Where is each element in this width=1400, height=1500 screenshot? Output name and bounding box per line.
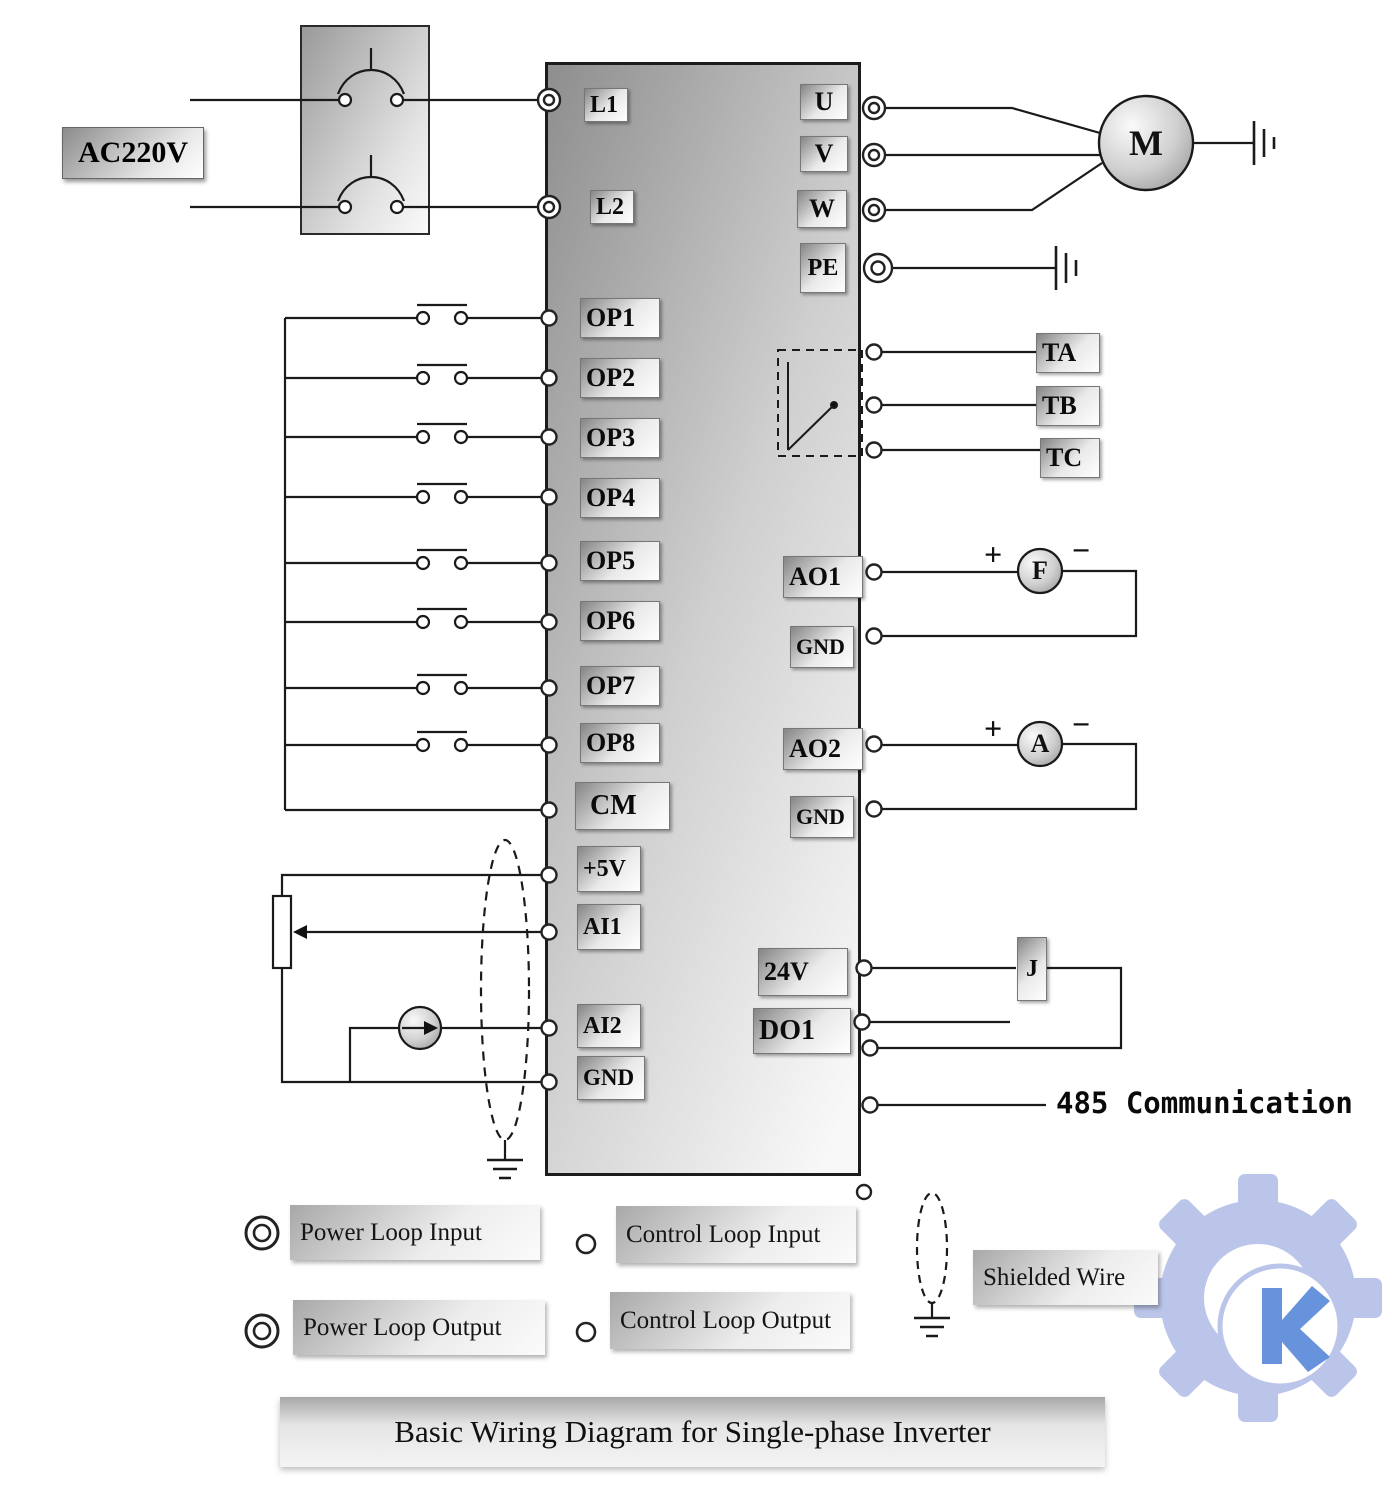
motor-wires [885, 106, 1254, 212]
terminal-label-op1: OP1 [580, 298, 660, 338]
terminal-label-cm: CM [575, 782, 670, 830]
fmeter-minus-sign: − [1072, 532, 1091, 568]
relay-coil-label: J [1017, 937, 1047, 1001]
power-input-wires [190, 98, 538, 209]
terminal-label-u: U [800, 84, 848, 120]
ameter-plus-sign: + [984, 710, 1003, 746]
freq-meter-label: F [1032, 556, 1048, 585]
terminal-label-l2: L2 [590, 190, 634, 224]
legend-symbols [244, 1215, 597, 1349]
op-switch-rows [283, 303, 541, 812]
do-loop [870, 966, 1123, 1107]
brand-k-logo [1262, 1286, 1330, 1372]
comm-485-label: 485 Communication [1056, 1086, 1353, 1120]
amp-meter-label: A [1030, 729, 1050, 758]
terminal-label-op2: OP2 [580, 358, 660, 398]
brand-gear-watermark [1134, 1174, 1382, 1422]
terminal-label-ta: TA [1036, 333, 1100, 373]
amp-meter-circle [1016, 720, 1064, 768]
terminal-label-tb: TB [1036, 386, 1100, 426]
ao1-loop [882, 569, 1138, 638]
motor-label: M [1129, 123, 1163, 163]
control-terminals [540, 309, 883, 1201]
ao2-loop [882, 742, 1138, 811]
terminal-label-gnd2: GND [790, 796, 854, 838]
analog-input-wires [271, 873, 541, 1084]
terminal-label-gnd1: GND [790, 626, 854, 668]
terminal-label-l1: L1 [584, 88, 628, 122]
terminal-label-gnd-left: GND [577, 1056, 645, 1100]
terminal-label-op3: OP3 [580, 418, 660, 458]
power-terminals [536, 87, 894, 284]
wiper-arrowhead [293, 925, 307, 939]
terminal-label-pe: PE [800, 243, 846, 293]
legend-power-loop-input: Power Loop Input [290, 1205, 540, 1260]
ameter-minus-sign: − [1072, 706, 1091, 742]
terminal-label-do1: DO1 [753, 1008, 851, 1054]
legend-control-loop-input: Control Loop Input [616, 1206, 856, 1263]
terminal-label-v: V [800, 136, 848, 172]
ac-source-label: AC220V [62, 127, 204, 179]
pe-wire [892, 246, 1078, 290]
terminal-label-op5: OP5 [580, 541, 660, 581]
terminal-label-ai2: AI2 [577, 1004, 641, 1048]
contactor-symbols [336, 48, 406, 215]
terminal-label-op7: OP7 [580, 666, 660, 706]
terminal-label-5v: +5V [577, 846, 641, 892]
fmeter-plus-sign: + [984, 536, 1003, 572]
terminal-label-tc: TC [1040, 438, 1100, 478]
terminal-label-op8: OP8 [580, 723, 660, 763]
current-arrowhead [424, 1021, 438, 1035]
potentiometer [271, 894, 293, 970]
terminal-label-op4: OP4 [580, 478, 660, 518]
contactor-body [300, 25, 430, 235]
motor-circle [1097, 94, 1195, 192]
legend-shielded-wire: Shielded Wire [973, 1250, 1158, 1305]
relay-contact [777, 349, 1040, 457]
legend-shield-symbol [914, 1191, 950, 1338]
shield-ellipse [479, 838, 531, 1180]
terminal-label-w: W [797, 190, 847, 228]
diagram-title: Basic Wiring Diagram for Single-phase In… [280, 1397, 1105, 1467]
terminal-label-op6: OP6 [580, 601, 660, 641]
terminal-label-24v: 24V [758, 948, 848, 996]
terminal-label-ao2: AO2 [783, 728, 863, 770]
terminal-label-ao1: AO1 [783, 556, 863, 598]
ground-symbol-motor [1252, 121, 1276, 165]
terminal-label-ai1: AI1 [577, 904, 641, 950]
legend-power-loop-output: Power Loop Output [293, 1300, 545, 1355]
legend-control-loop-output: Control Loop Output [610, 1292, 850, 1349]
freq-meter-circle [1016, 547, 1064, 595]
